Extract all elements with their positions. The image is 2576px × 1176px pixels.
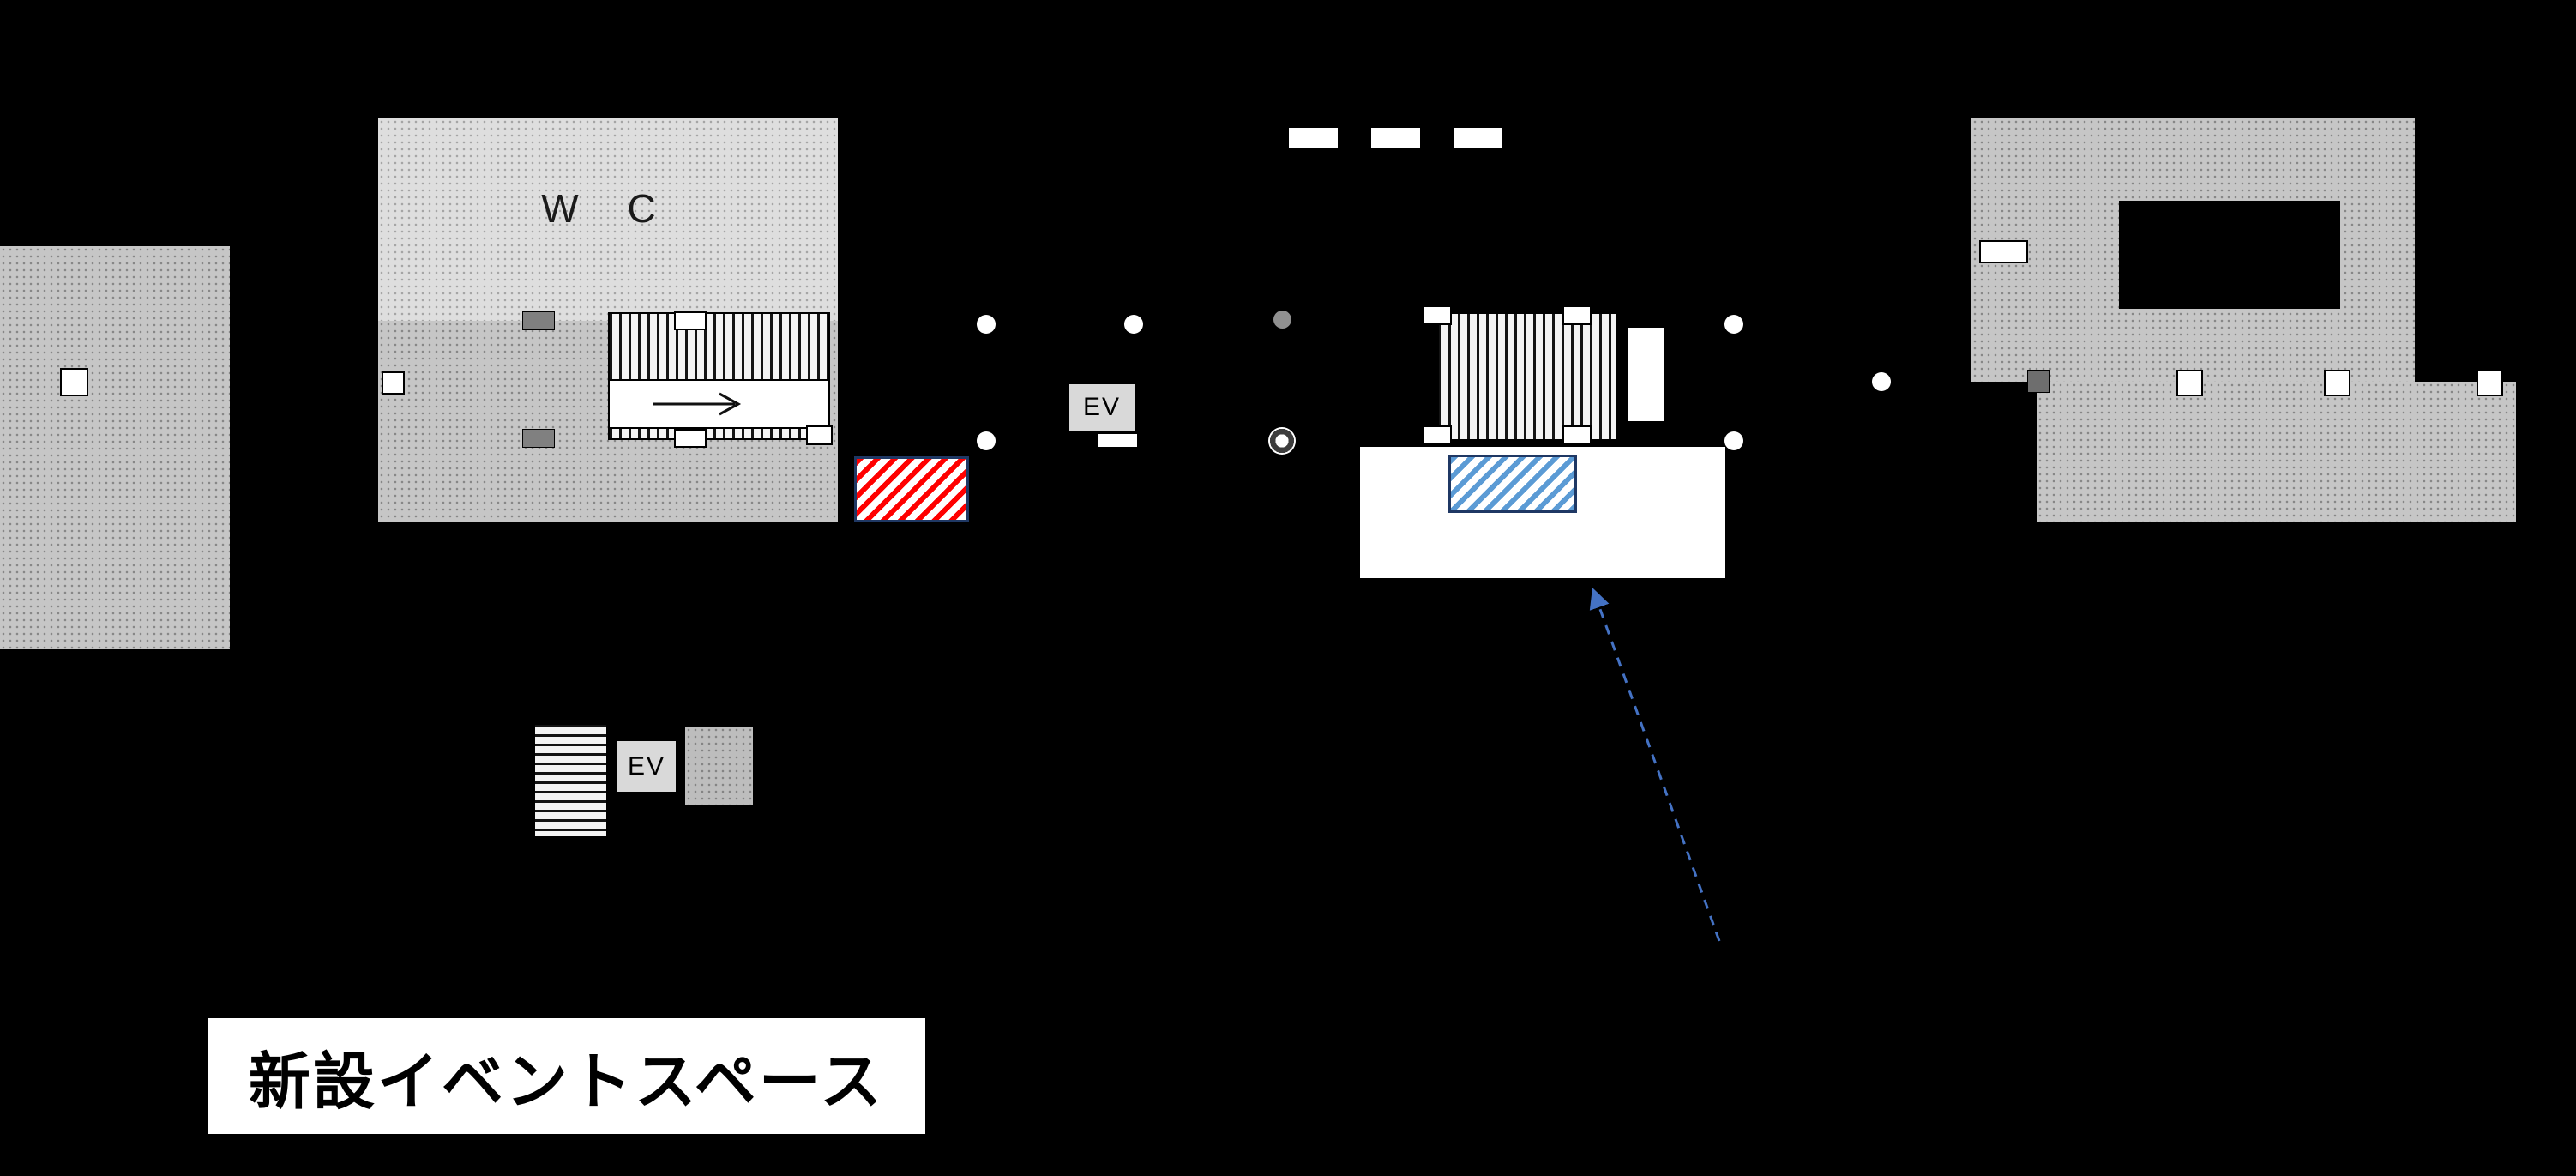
edge-marker-gray [522, 311, 555, 330]
column-marker [60, 368, 88, 396]
edge-marker-white [1423, 425, 1452, 445]
edge-marker-white [1562, 305, 1592, 325]
elevator-upper: EV [1068, 383, 1136, 432]
column-marker-dark [2027, 370, 2050, 393]
lower-stairs [533, 723, 608, 838]
edge-marker-white [806, 425, 833, 445]
upper-stairs [608, 312, 830, 440]
column-dot [977, 315, 996, 334]
platform-marker [1371, 128, 1420, 148]
right-building-band [2037, 382, 2516, 522]
edge-marker-gray [522, 429, 555, 448]
event-space-caption-box: 新設イベントスペース [205, 1016, 928, 1137]
wc-label: W C [541, 186, 675, 231]
escalator-box [1626, 325, 1667, 424]
edge-marker-white [1423, 305, 1452, 325]
new-event-space-hatch [1448, 455, 1577, 513]
event-space-caption: 新設イベントスペース [248, 1048, 885, 1117]
column-dot [1724, 315, 1743, 334]
edge-marker-white [674, 429, 707, 448]
left-building-area [0, 246, 230, 649]
elevator-upper-label: EV [1082, 393, 1122, 421]
column-dot [1872, 372, 1891, 391]
column-marker [2176, 370, 2203, 396]
center-stairs [1437, 312, 1618, 441]
column-dot-gray [1273, 311, 1291, 329]
right-arrow-icon [653, 392, 742, 416]
column-dot [1724, 431, 1743, 450]
edge-marker-white [1979, 240, 2028, 263]
column-marker [382, 371, 405, 395]
column-dot [977, 431, 996, 450]
column-ring [1268, 427, 1296, 455]
wc-area: W C [378, 118, 838, 321]
platform-marker [1289, 128, 1338, 148]
elevator-lower: EV [616, 739, 677, 793]
column-marker [2477, 370, 2503, 396]
elevator-landing [1096, 432, 1139, 449]
edge-marker-white [1562, 425, 1592, 445]
elevator-lower-label: EV [627, 751, 666, 781]
right-building-area [1971, 118, 2415, 382]
red-hatch-area [854, 456, 969, 522]
right-building-void [2119, 201, 2340, 309]
edge-marker-white [674, 311, 707, 330]
platform-marker [1454, 128, 1502, 148]
stairs-walkway [610, 379, 828, 429]
column-marker [2324, 370, 2350, 396]
column-dot [1124, 315, 1143, 334]
lower-room [685, 727, 753, 805]
